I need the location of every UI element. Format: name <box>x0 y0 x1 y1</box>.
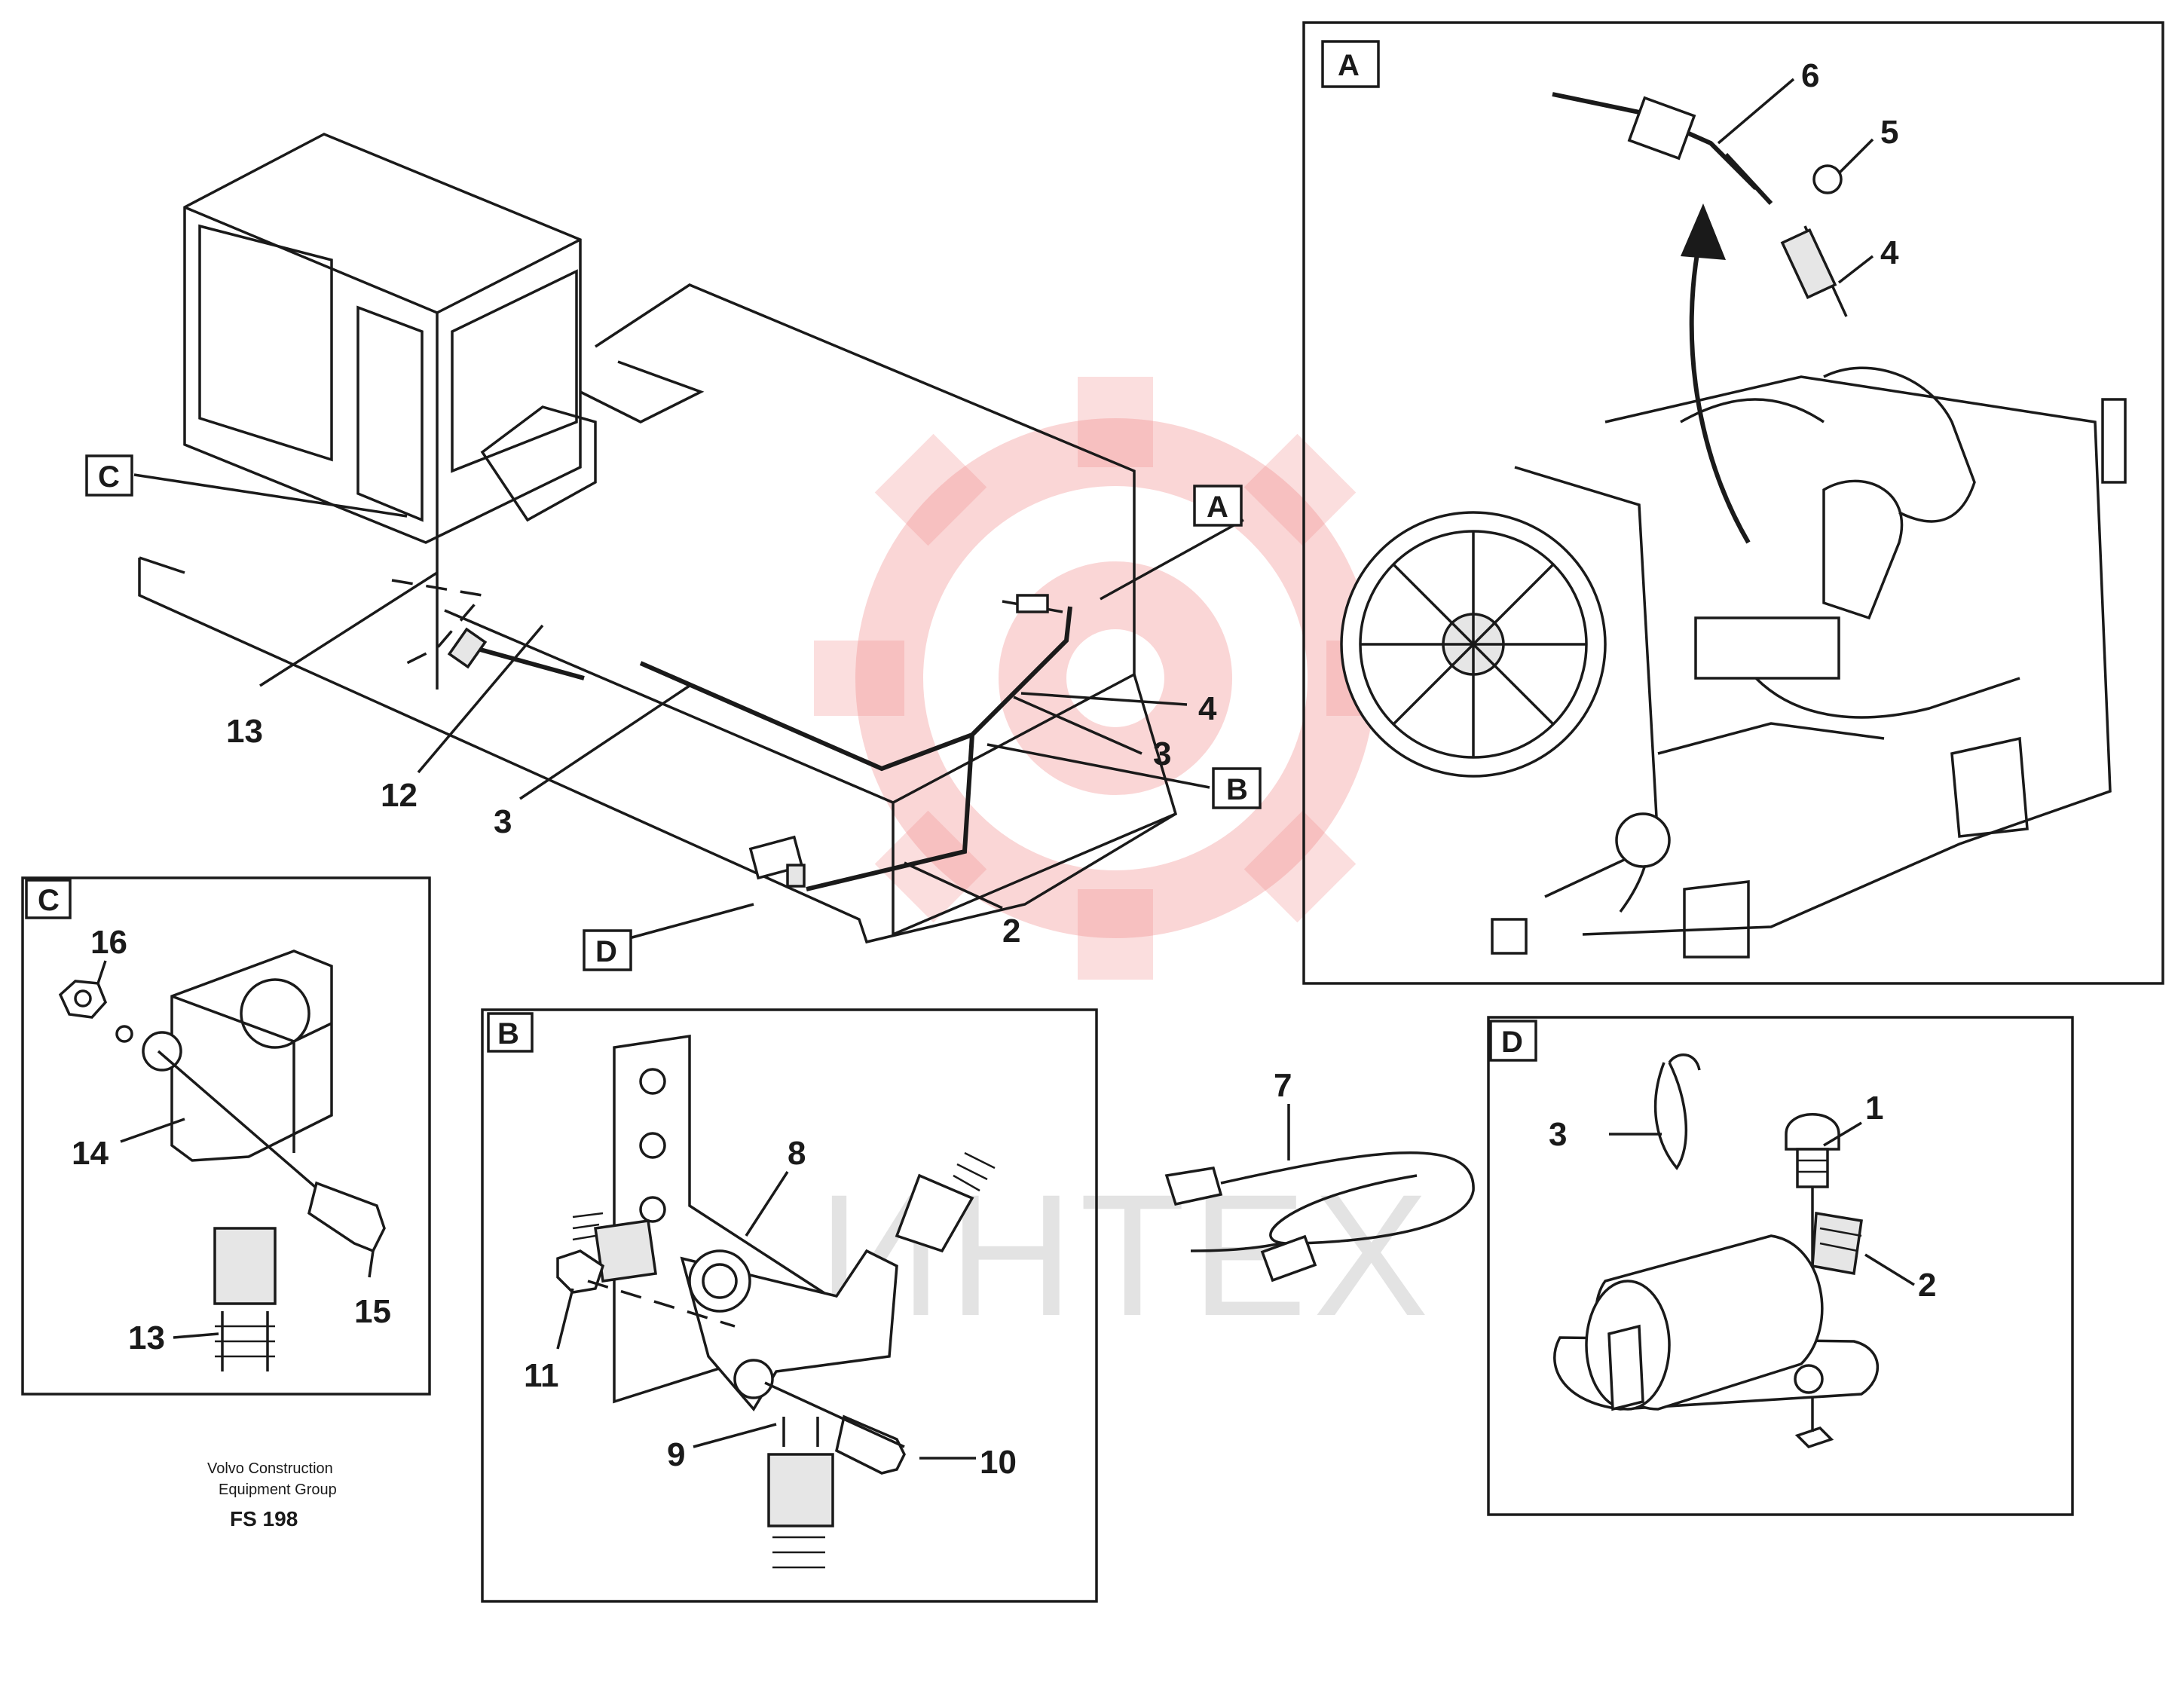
part-number-14: 14 <box>72 1135 109 1172</box>
company-line-2: Equipment Group <box>219 1481 337 1498</box>
callout-a-main[interactable]: A <box>1193 485 1243 527</box>
watermark-text: ИНТЕХ <box>818 1158 1435 1352</box>
part-number-2: 2 <box>1002 913 1020 949</box>
svg-text:D: D <box>1501 1026 1523 1059</box>
panel-b: B <box>481 1008 1098 1603</box>
part-number-3: 3 <box>494 803 512 840</box>
part-number-11: 11 <box>524 1357 559 1394</box>
part-number-8: 8 <box>788 1135 806 1172</box>
part-number-10: 10 <box>980 1444 1017 1481</box>
part-number-5: 5 <box>1880 114 1898 151</box>
svg-text:B: B <box>1226 773 1248 806</box>
main-leaders <box>133 473 1244 940</box>
company-line-1: Volvo Construction <box>207 1460 333 1477</box>
svg-text:C: C <box>38 884 60 917</box>
part-number-16: 16 <box>90 924 127 961</box>
svg-text:D: D <box>595 935 617 968</box>
panel-a: A <box>1302 21 2164 985</box>
callout-d-main[interactable]: D <box>583 929 632 971</box>
footer: Volvo Construction Equipment Group FS 19… <box>207 1460 337 1530</box>
svg-text:B: B <box>497 1017 519 1050</box>
cable-part-7 <box>1164 1104 1475 1283</box>
callout-c-main[interactable]: C <box>85 454 133 497</box>
part-number-12: 12 <box>381 777 418 814</box>
part-number-6: 6 <box>1801 57 1819 94</box>
callout-b-main[interactable]: B <box>1212 767 1262 809</box>
panel-c-numbers: 16 14 15 13 <box>72 924 391 1356</box>
watermark-logo <box>814 377 1417 980</box>
svg-text:A: A <box>1207 491 1228 524</box>
part-number-13: 13 <box>226 713 263 750</box>
machine-drawing <box>138 133 1178 944</box>
diagram-code: FS 198 <box>230 1507 298 1530</box>
svg-text:C: C <box>98 460 120 494</box>
panel-a-label <box>1321 40 1380 88</box>
main-part-numbers: 13 12 3 4 3 2 <box>226 690 1217 949</box>
svg-text:A: A <box>1338 49 1360 82</box>
part-number-3d: 3 <box>1549 1116 1567 1153</box>
part-number-1: 1 <box>1865 1090 1883 1127</box>
part-number-9: 9 <box>667 1436 685 1473</box>
part-number-7: 7 <box>1274 1067 1292 1104</box>
part-number-2d: 2 <box>1918 1267 1936 1304</box>
panel-d: D <box>1487 1016 2074 1516</box>
panel-a-numbers: 6 5 4 <box>1801 57 1899 271</box>
part-number-3b: 3 <box>1153 735 1171 772</box>
part-number-15: 15 <box>354 1293 391 1330</box>
part-number-4a: 4 <box>1880 234 1899 271</box>
part-number-13c: 13 <box>128 1319 165 1356</box>
part-number-4: 4 <box>1198 690 1217 727</box>
panel-c: C <box>21 876 431 1396</box>
panel-b-numbers: 8 11 9 10 <box>524 1135 1017 1481</box>
panel-d-numbers: 1 3 2 <box>1549 1090 1936 1304</box>
